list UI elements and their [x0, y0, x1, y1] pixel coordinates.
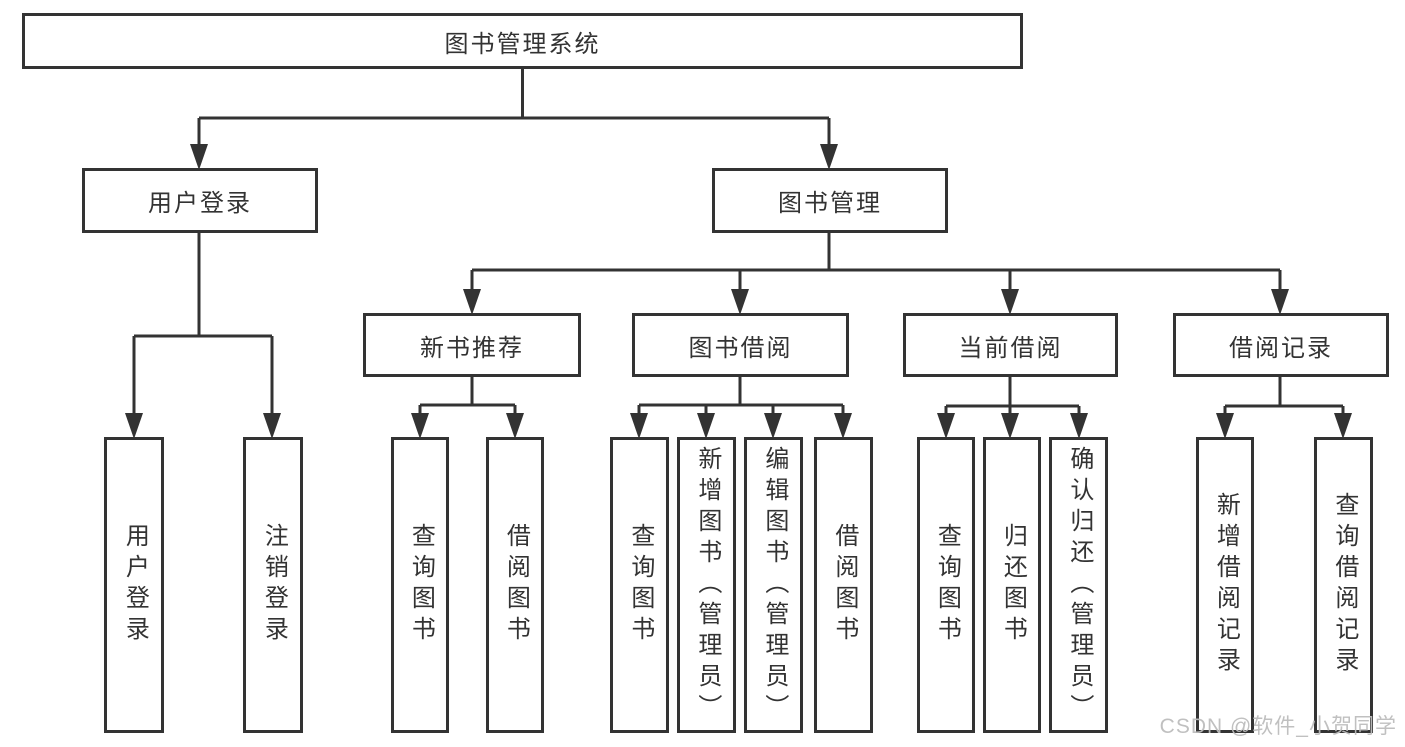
leaf-add-borrow-record-label: 新增借阅记录: [1212, 492, 1240, 678]
node-user-login: 用户登录: [82, 168, 318, 233]
node-new-book-recommend: 新书推荐: [363, 313, 581, 377]
connector-book-borrow-children: [630, 377, 852, 439]
leaf-borrow-books-2-label: 借阅图书: [830, 523, 858, 647]
leaf-query-books-recommend: 查询图书: [391, 437, 449, 733]
leaf-confirm-return-admin-label: 确认归还（管理员）: [1065, 445, 1093, 725]
leaf-confirm-return-admin: 确认归还（管理员）: [1049, 437, 1108, 733]
node-user-login-label: 用户登录: [148, 190, 252, 217]
node-book-management: 图书管理: [712, 168, 948, 233]
leaf-borrow-books-2: 借阅图书: [814, 437, 873, 733]
leaf-logout-label: 注销登录: [260, 523, 288, 647]
leaf-query-books-current-label: 查询图书: [933, 523, 961, 647]
connector-current-borrow-children: [937, 377, 1088, 439]
node-root-label: 图书管理系统: [444, 30, 601, 58]
connector-borrow-records-children: [1216, 377, 1352, 439]
leaf-query-books-recommend-label: 查询图书: [407, 523, 435, 647]
leaf-borrow-books-recommend-label: 借阅图书: [502, 523, 530, 647]
node-borrow-records-label: 借阅记录: [1229, 334, 1333, 362]
leaf-return-books-label: 归还图书: [999, 523, 1027, 647]
node-book-borrow: 图书借阅: [632, 313, 849, 377]
leaf-user-login: 用户登录: [104, 437, 164, 733]
leaf-query-books-borrow-label: 查询图书: [626, 523, 654, 647]
leaf-query-borrow-record-label: 查询借阅记录: [1330, 492, 1358, 678]
leaf-query-borrow-record: 查询借阅记录: [1314, 437, 1373, 733]
node-borrow-records: 借阅记录: [1173, 313, 1389, 377]
node-book-management-label: 图书管理: [778, 190, 882, 217]
connector-book-management-children: [463, 233, 1289, 315]
leaf-edit-book-admin-label: 编辑图书（管理员）: [760, 445, 788, 725]
leaf-add-book-admin: 新增图书（管理员）: [677, 437, 736, 733]
connector-new-book-recommend-children: [411, 377, 524, 439]
leaf-query-books-borrow: 查询图书: [610, 437, 669, 733]
leaf-logout: 注销登录: [243, 437, 303, 733]
connector-user-login-children: [125, 233, 281, 439]
leaf-add-borrow-record: 新增借阅记录: [1196, 437, 1254, 733]
connector-root-to-level2: [190, 69, 838, 170]
leaf-return-books: 归还图书: [983, 437, 1041, 733]
leaf-add-book-admin-label: 新增图书（管理员）: [693, 445, 721, 725]
node-root: 图书管理系统: [22, 13, 1023, 69]
node-new-book-recommend-label: 新书推荐: [420, 334, 524, 362]
leaf-edit-book-admin: 编辑图书（管理员）: [744, 437, 803, 733]
leaf-user-login-label: 用户登录: [121, 523, 149, 647]
leaf-query-books-current: 查询图书: [917, 437, 975, 733]
leaf-borrow-books-recommend: 借阅图书: [486, 437, 544, 733]
node-current-borrow-label: 当前借阅: [958, 334, 1063, 362]
node-current-borrow: 当前借阅: [903, 313, 1118, 377]
csdn-watermark: CSDN @软件_小贺同学: [1159, 715, 1397, 738]
node-book-borrow-label: 图书借阅: [688, 334, 793, 362]
